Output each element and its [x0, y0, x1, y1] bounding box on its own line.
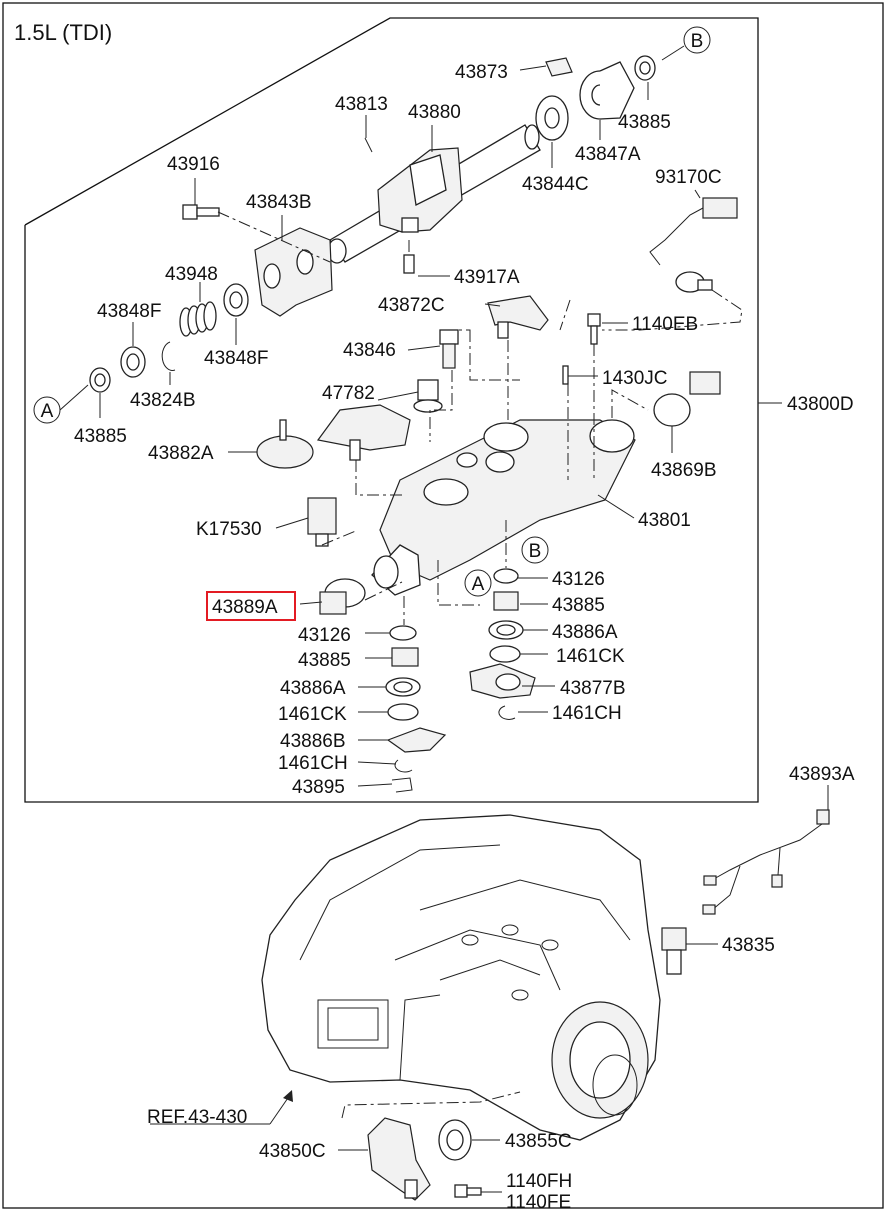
highlight-box: [206, 591, 296, 621]
label-43801[interactable]: 43801: [638, 510, 691, 531]
lever-pin: [497, 321, 509, 339]
part-43848F-right-shape: [223, 283, 249, 317]
shift-shaft-assembly: [327, 124, 541, 274]
label-43835[interactable]: 43835: [722, 935, 775, 956]
label-43895[interactable]: 43895: [292, 777, 345, 798]
callout-circle-B-mid: B: [521, 536, 549, 564]
label-43850C[interactable]: 43850C: [259, 1141, 326, 1162]
label-43872C[interactable]: 43872C: [378, 295, 445, 316]
part-43948-spring-shape: [179, 301, 217, 337]
label-43882A[interactable]: 43882A: [148, 443, 214, 464]
callout-circle-A-left: A: [33, 396, 61, 424]
diagram-title: 1.5L (TDI): [14, 20, 112, 45]
label-1461CK-right[interactable]: 1461CK: [556, 646, 625, 667]
part-43850C-shape: [367, 1117, 431, 1201]
part-43873-shape: [545, 57, 573, 77]
label-43848F-right[interactable]: 43848F: [204, 348, 268, 369]
label-43917A[interactable]: 43917A: [454, 267, 520, 288]
label-43873[interactable]: 43873: [455, 62, 508, 83]
label-43948[interactable]: 43948: [165, 264, 218, 285]
part-93170C-sensor-shape: [649, 197, 738, 293]
label-43885-right[interactable]: 43885: [552, 595, 605, 616]
label-43889A[interactable]: 43889A: [212, 597, 278, 618]
ref-guide-line: [341, 1091, 521, 1119]
part-K17530-shape: [307, 497, 337, 547]
part-43801-housing-shape: [371, 419, 636, 596]
label-ref-43-430[interactable]: REF.43-430: [147, 1107, 247, 1128]
label-43844C[interactable]: 43844C: [522, 174, 589, 195]
part-labels: 43873 43885 43813 43880 43847A 43844C 93…: [74, 62, 855, 1213]
svg-text:A: A: [472, 574, 485, 595]
part-43872C-shape: [487, 295, 549, 331]
label-43916[interactable]: 43916: [167, 154, 220, 175]
label-43886A-left[interactable]: 43886A: [280, 678, 346, 699]
part-43889A-shape: [319, 578, 366, 615]
part-1140EB-shape: [587, 313, 601, 345]
assembly-box: [24, 17, 759, 803]
part-43848F-left-shape: [120, 346, 146, 378]
label-43126-right[interactable]: 43126: [552, 569, 605, 590]
part-43824B-shape: [161, 341, 176, 371]
part-43843B-shape: [254, 227, 333, 317]
label-43885-lower[interactable]: 43885: [298, 650, 351, 671]
callout-circle-A-mid: A: [464, 569, 492, 597]
svg-text:B: B: [529, 541, 542, 562]
label-1430JC[interactable]: 1430JC: [602, 368, 668, 389]
label-43886B[interactable]: 43886B: [280, 731, 346, 752]
label-43846[interactable]: 43846: [343, 340, 396, 361]
leader-lines: [59, 65, 829, 1193]
label-43843B[interactable]: 43843B: [246, 192, 312, 213]
label-1461CH-left[interactable]: 1461CH: [278, 753, 348, 774]
label-43126-left[interactable]: 43126: [298, 625, 351, 646]
label-43877B[interactable]: 43877B: [560, 678, 626, 699]
bracket-hole: [296, 249, 314, 275]
label-K17530[interactable]: K17530: [196, 519, 262, 540]
label-1140EB[interactable]: 1140EB: [632, 314, 698, 335]
label-43893A[interactable]: 43893A: [789, 764, 855, 785]
part-47782-shape: [413, 379, 443, 413]
label-43847A[interactable]: 43847A: [575, 144, 641, 165]
part-43882A-shape: [256, 404, 411, 469]
label-43885-left[interactable]: 43885: [74, 426, 127, 447]
label-43848F-left[interactable]: 43848F: [97, 301, 161, 322]
part-43847A-shape: [579, 61, 635, 120]
label-43800D[interactable]: 43800D: [787, 394, 854, 415]
part-43916-shape: [182, 204, 220, 220]
left-bearing-stack: [385, 625, 447, 793]
part-43855C-shape: [438, 1119, 472, 1161]
svg-text:B: B: [691, 31, 704, 52]
label-1140FH[interactable]: 1140FH: [506, 1171, 572, 1192]
svg-text:A: A: [41, 401, 54, 422]
label-43886A-right[interactable]: 43886A: [552, 622, 618, 643]
part-43835-bolt-shape: [661, 927, 687, 975]
part-43846-shape: [439, 329, 459, 369]
label-43813[interactable]: 43813: [335, 94, 388, 115]
part-43885-top-shape: [634, 55, 656, 81]
label-43824B[interactable]: 43824B: [130, 390, 196, 411]
part-43885-left-shape: [89, 367, 111, 393]
label-1140FE[interactable]: 1140FE: [506, 1192, 571, 1213]
label-43880[interactable]: 43880: [408, 102, 461, 123]
label-1461CH-right[interactable]: 1461CH: [552, 703, 622, 724]
label-43855C[interactable]: 43855C: [505, 1131, 572, 1152]
bracket-hole: [263, 263, 281, 289]
label-93170C[interactable]: 93170C: [655, 167, 722, 188]
transmission-case-shape: [261, 814, 661, 1141]
part-43844C-shape: [535, 95, 569, 141]
label-1461CK-left[interactable]: 1461CK: [278, 704, 347, 725]
part-43893A-harness-shape: [702, 809, 830, 915]
label-43869B[interactable]: 43869B: [651, 460, 717, 481]
label-47782[interactable]: 47782: [322, 383, 375, 404]
callout-leader: [661, 45, 685, 61]
guide-lines: [217, 211, 743, 625]
callout-circle-B-top: B: [683, 26, 711, 54]
right-bearing-stack: [469, 568, 536, 720]
label-43885-top[interactable]: 43885: [618, 112, 671, 133]
part-1140FH-shape: [454, 1184, 482, 1198]
part-1430JC-shape: [562, 365, 569, 385]
